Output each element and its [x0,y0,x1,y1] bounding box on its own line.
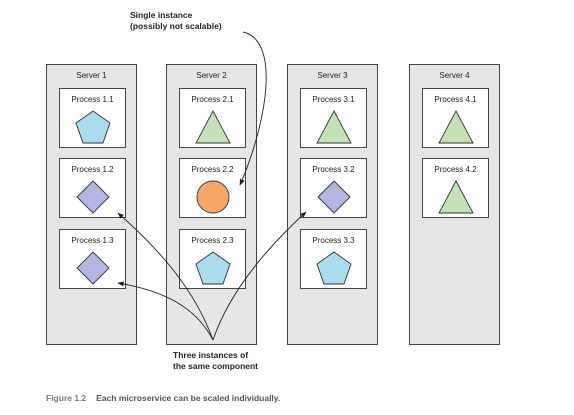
pentagon-icon [195,251,231,285]
single-instance-line2: (possibly not scalable) [130,21,222,31]
process-box: Process 4.2 [422,158,489,218]
single-instance-arrow [239,31,267,186]
process-box: Process 2.1 [179,88,246,148]
triangle-shape [195,110,231,144]
process-box: Process 3.3 [300,229,367,289]
process-label: Process 2.3 [191,236,234,245]
process-label: Process 4.1 [434,95,477,104]
server-2: Server 2 Process 2.1 Process 2.2 Process… [166,64,257,345]
diamond-icon [76,251,110,285]
diamond-shape [76,251,110,285]
triangle-icon [316,110,352,144]
triangle-shape [316,110,352,144]
arrow-to-process-1-2 [117,212,214,341]
server-title: Server 3 [317,71,348,80]
circle-shape [196,180,230,214]
figure-caption: Figure 1.2 Each microservice can be scale… [46,393,280,403]
process-box: Process 3.1 [300,88,367,148]
process-label: Process 3.2 [312,165,355,174]
triangle-icon [195,110,231,144]
circle-icon [196,180,230,214]
process-box: Process 3.2 [300,158,367,218]
pentagon-shape [316,251,352,285]
server-title: Server 1 [76,71,107,80]
triangle-icon [438,110,474,144]
process-box: Process 2.3 [179,229,246,289]
process-label: Process 3.3 [312,236,355,245]
process-box: Process 1.3 [59,229,126,289]
diamond-icon [76,180,110,214]
process-label: Process 1.1 [71,95,114,104]
process-label: Process 3.1 [312,95,355,104]
three-instances-annotation: Three instances of the same component [173,350,258,372]
figure-caption-text: Each microservice can be scaled individu… [96,393,281,403]
diamond-icon [317,180,351,214]
triangle-shape [438,110,474,144]
arrow-to-process-3-2 [212,211,307,341]
process-label: Process 1.2 [71,165,114,174]
diamond-shape [76,180,110,214]
process-box: Process 4.1 [422,88,489,148]
server-title: Server 2 [196,71,227,80]
triangle-icon [438,180,474,214]
server-title: Server 4 [439,71,470,80]
process-label: Process 2.2 [191,165,234,174]
process-label: Process 4.2 [434,165,477,174]
triangle-shape [438,180,474,214]
figure-number: Figure 1.2 [46,393,87,403]
arrow-to-process-1-3 [117,281,214,341]
process-box: Process 1.1 [59,88,126,148]
server-3: Server 3 Process 3.1 Process 3.2 Process… [287,64,378,345]
pentagon-icon [75,110,111,144]
process-label: Process 2.1 [191,95,234,104]
process-box: Process 2.2 [179,158,246,218]
pentagon-shape [75,110,111,144]
process-box: Process 1.2 [59,158,126,218]
three-instances-line1: Three instances of [173,350,249,360]
single-instance-line1: Single instance [130,10,193,20]
pentagon-icon [316,251,352,285]
server-1: Server 1 Process 1.1 Process 1.2 Process… [46,64,137,345]
process-label: Process 1.3 [71,236,114,245]
server-4: Server 4 Process 4.1 Process 4.2 [409,64,500,345]
pentagon-shape [195,251,231,285]
single-instance-annotation: Single instance (possibly not scalable) [130,10,222,32]
diamond-shape [317,180,351,214]
three-instances-line2: the same component [173,361,259,371]
